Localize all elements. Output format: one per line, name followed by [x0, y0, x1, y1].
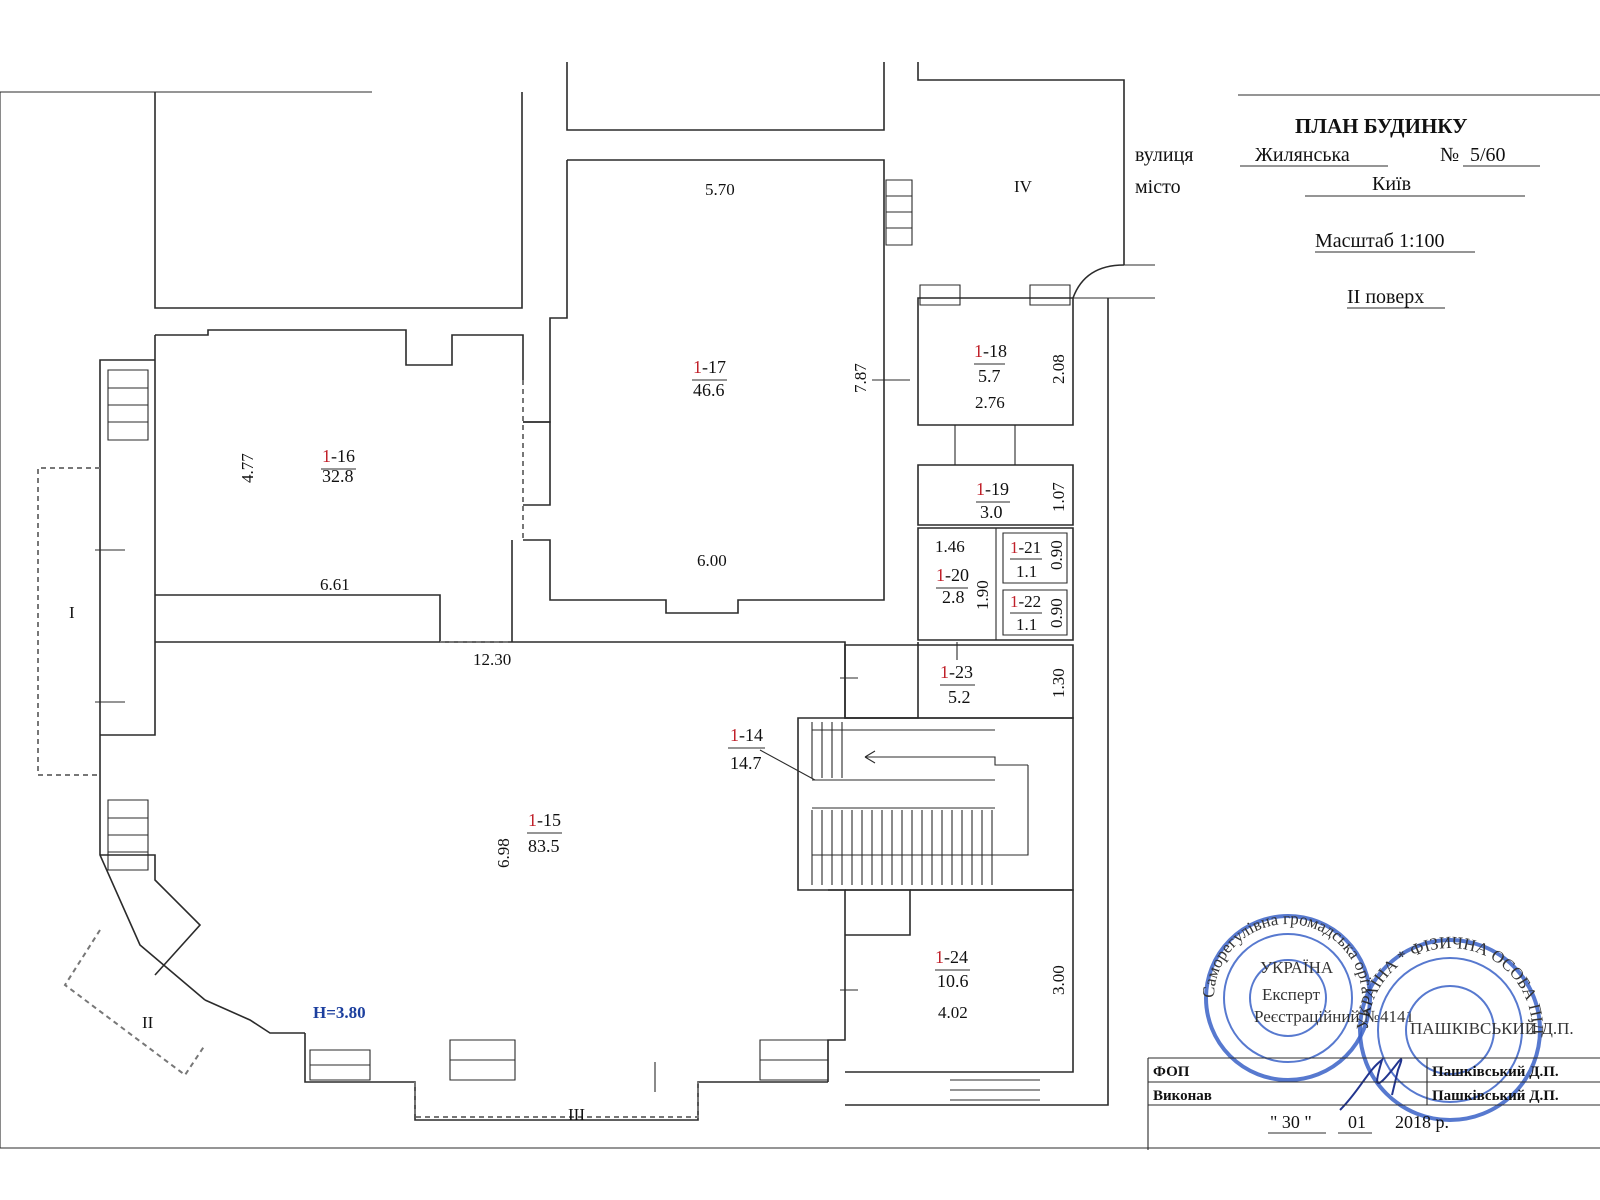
dimension: 6.61 — [320, 575, 350, 594]
section-marker-III: III — [568, 1105, 585, 1124]
title-block-name-2: Пашківський Д.П. — [1432, 1088, 1559, 1104]
number-label: № — [1440, 144, 1459, 166]
svg-text:46.6: 46.6 — [693, 380, 725, 400]
signature — [1339, 1057, 1403, 1111]
title-block-label-2: Виконав — [1153, 1088, 1212, 1104]
city-value: Київ — [1372, 173, 1411, 195]
svg-text:2.8: 2.8 — [942, 587, 965, 607]
street-value: Жилянська — [1255, 144, 1350, 166]
svg-text:1-21: 1-21 — [1010, 538, 1041, 557]
svg-text:1-19: 1-19 — [976, 479, 1009, 499]
date-day: " 30 " — [1270, 1112, 1312, 1132]
dimension: 4.02 — [938, 1003, 968, 1022]
room-label-1-23: 1-23 5.2 — [940, 662, 975, 707]
svg-text:83.5: 83.5 — [528, 836, 560, 856]
title-block: ФОП Пашківський Д.П. Виконав Пашківський… — [1147, 1057, 1600, 1150]
room-label-1-15: 1-15 83.5 — [527, 810, 562, 856]
dimension: 1.30 — [1049, 668, 1068, 698]
scale-label: Масштаб 1:100 — [1315, 230, 1445, 252]
room-label-1-18: 1-18 5.7 — [974, 341, 1007, 386]
walls — [0, 62, 1600, 1149]
street-label: вулиця — [1135, 144, 1193, 166]
svg-text:1-14: 1-14 — [730, 725, 763, 745]
dimension: 7.87 — [851, 363, 870, 393]
room-label-1-14: 1-14 14.7 — [728, 725, 765, 773]
balconies — [37, 467, 699, 1118]
dimension: 5.70 — [705, 180, 735, 199]
title-block-name-1: Пашківський Д.П. — [1432, 1064, 1559, 1080]
dimension: 1.46 — [935, 537, 965, 556]
dimension: 2.08 — [1049, 354, 1068, 384]
number-value: 5/60 — [1470, 144, 1506, 166]
svg-text:ПАШКІВСЬКИЙ Д.П.: ПАШКІВСЬКИЙ Д.П. — [1410, 1019, 1574, 1038]
dimension: 4.77 — [238, 453, 257, 483]
title-block-label-1: ФОП — [1153, 1064, 1190, 1080]
city-label: місто — [1135, 176, 1181, 198]
seal-expert: Саморегулівна громадська організація * а… — [0, 0, 1414, 1082]
svg-text:1-16: 1-16 — [322, 446, 355, 466]
section-marker-I: I — [69, 603, 75, 622]
date-month: 01 — [1348, 1112, 1366, 1132]
svg-text:1-20: 1-20 — [936, 565, 969, 585]
svg-text:1-23: 1-23 — [940, 662, 973, 682]
room-label-1-24: 1-24 10.6 — [935, 947, 970, 991]
dimension: 3.00 — [1049, 965, 1068, 995]
svg-text:1.1: 1.1 — [1016, 615, 1037, 634]
svg-text:1.1: 1.1 — [1016, 562, 1037, 581]
dimension: 1.07 — [1049, 482, 1068, 512]
svg-text:1-18: 1-18 — [974, 341, 1007, 361]
date-year: 2018 р. — [1395, 1112, 1449, 1132]
dimensions: 5.70 7.87 4.77 6.61 6.00 12.30 2.08 2.76… — [238, 180, 1068, 1022]
svg-text:10.6: 10.6 — [937, 971, 969, 991]
svg-text:Реєстраційний №4141: Реєстраційний №4141 — [1254, 1007, 1414, 1026]
room-label-1-22: 1-22 1.1 — [1010, 592, 1042, 634]
room-label-1-16: 1-16 32.8 — [321, 446, 356, 486]
room-label-1-17: 1-17 46.6 — [692, 357, 727, 400]
svg-text:1-24: 1-24 — [935, 947, 968, 967]
dimension: 2.76 — [975, 393, 1005, 412]
floor-label: II поверх — [1347, 286, 1424, 308]
dimension: 1.90 — [973, 580, 992, 610]
room-label-1-21: 1-21 1.1 — [1010, 538, 1042, 581]
windows — [107, 179, 1071, 1081]
room-label-1-19: 1-19 3.0 — [976, 479, 1010, 522]
dimension: 6.98 — [494, 838, 513, 868]
dimension: 12.30 — [473, 650, 511, 669]
room-labels: 1-14 14.7 1-15 83.5 1-16 32.8 1-17 46.6 … — [321, 341, 1042, 991]
svg-text:1-22: 1-22 — [1010, 592, 1041, 611]
staircase — [759, 722, 1029, 885]
svg-text:УКРАЇНА: УКРАЇНА — [1260, 958, 1334, 977]
svg-text:32.8: 32.8 — [322, 466, 354, 486]
dimension: 0.90 — [1047, 598, 1066, 628]
dimension: 6.00 — [697, 551, 727, 570]
svg-text:3.0: 3.0 — [980, 502, 1003, 522]
dimension: 0.90 — [1047, 540, 1066, 570]
ceiling-height-note: H=3.80 — [313, 1003, 366, 1022]
room-label-1-20: 1-20 2.8 — [936, 565, 969, 607]
plan-title: ПЛАН БУДИНКУ — [1295, 114, 1468, 138]
svg-text:1-17: 1-17 — [693, 357, 726, 377]
svg-text:14.7: 14.7 — [730, 753, 762, 773]
header-block: ПЛАН БУДИНКУ вулиця Жилянська № 5/60 міс… — [1135, 114, 1540, 309]
svg-text:Експерт: Експерт — [1262, 985, 1321, 1004]
seal-fop: УКРАЇНА * ФІЗИЧНА ОСОБА ПІДПРИЄМЕЦЬ * ПА… — [0, 0, 1574, 1122]
section-marker-II: II — [142, 1013, 154, 1032]
svg-text:1-15: 1-15 — [528, 810, 561, 830]
svg-text:5.7: 5.7 — [978, 366, 1001, 386]
svg-text:5.2: 5.2 — [948, 687, 971, 707]
section-marker-IV: IV — [1014, 177, 1033, 196]
section-markers: I II III IV — [69, 177, 1033, 1124]
